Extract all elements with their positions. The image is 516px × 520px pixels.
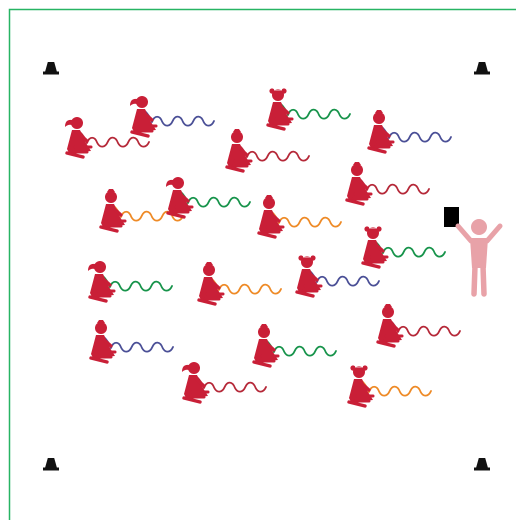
player-head	[231, 131, 243, 143]
jump-rope-blue	[152, 117, 214, 126]
jump-rope-green	[110, 282, 172, 291]
player-head	[351, 164, 363, 176]
pigtail-right	[310, 255, 315, 260]
cone-markers	[43, 62, 490, 471]
pigtail-right	[281, 88, 286, 93]
player-leg	[91, 358, 107, 362]
player-head	[71, 117, 83, 129]
jump-rope-blue	[317, 277, 379, 286]
coach-arms-raised-icon	[458, 219, 500, 294]
jump-rope-green	[383, 248, 445, 257]
jump-rope-red	[247, 152, 309, 161]
jump-rope-orange	[219, 285, 281, 294]
cone-icon	[43, 458, 59, 471]
pigtail-left	[364, 226, 369, 231]
player-head	[263, 197, 275, 209]
seated-player-icon	[88, 261, 172, 301]
ponytail-hair	[166, 180, 173, 187]
seated-player-icon	[182, 362, 266, 402]
ponytail-hair	[88, 264, 95, 271]
player-leg	[268, 125, 284, 129]
seated-player-icon	[166, 177, 250, 217]
ponytail-hair	[65, 120, 72, 127]
seated-player-icon	[369, 110, 451, 152]
jump-rope-red	[87, 138, 149, 147]
player-head	[95, 322, 107, 334]
pigtail-left	[269, 88, 274, 93]
pigtail-right	[362, 365, 367, 370]
seated-player-icon	[268, 88, 350, 129]
cone-icon	[474, 62, 490, 75]
player-leg	[297, 292, 313, 296]
player-head	[382, 306, 394, 318]
jump-rope-blue	[111, 343, 173, 352]
jump-rope-green	[188, 198, 250, 207]
player-head	[188, 362, 200, 374]
jump-rope-red	[367, 185, 429, 194]
seated-player-icon	[349, 365, 431, 406]
seated-player-icon	[199, 262, 281, 304]
seated-player-icon	[254, 324, 336, 366]
player-leg	[259, 233, 275, 237]
player-head	[258, 326, 270, 338]
player-leg	[168, 213, 184, 217]
field-boundary	[10, 10, 516, 520]
jump-rope-red	[398, 327, 460, 336]
jump-rope-red	[204, 383, 266, 392]
player-leg	[227, 167, 243, 171]
player-leg	[347, 200, 363, 204]
players-group	[65, 88, 460, 406]
cone-icon	[474, 458, 490, 471]
player-leg	[90, 297, 106, 301]
seated-player-icon	[378, 304, 460, 346]
bun-hair	[375, 110, 383, 113]
player-leg	[254, 362, 270, 366]
bun-hair	[260, 324, 268, 327]
player-leg	[378, 342, 394, 346]
player-head	[105, 191, 117, 203]
bun-hair	[233, 129, 241, 132]
seated-player-icon	[227, 129, 309, 171]
bun-hair	[97, 320, 105, 323]
jump-rope-blue	[389, 133, 451, 142]
pigtail-left	[298, 255, 303, 260]
player-leg	[369, 148, 385, 152]
bun-hair	[265, 195, 273, 198]
player-leg	[132, 132, 148, 136]
pigtail-right	[376, 226, 381, 231]
jump-rope-green	[274, 347, 336, 356]
player-head	[136, 96, 148, 108]
player-leg	[101, 227, 117, 231]
player-head	[373, 112, 385, 124]
bun-hair	[205, 262, 213, 265]
jump-rope-green	[288, 110, 350, 119]
player-head	[172, 177, 184, 189]
seated-player-icon	[259, 195, 341, 237]
field-border-line	[10, 10, 516, 520]
player-leg	[67, 153, 83, 157]
player-leg	[363, 263, 379, 267]
seated-player-icon	[347, 162, 429, 204]
seated-player-icon	[91, 320, 173, 362]
seated-player-icon	[130, 96, 214, 136]
bun-hair	[353, 162, 361, 165]
bun-hair	[384, 304, 392, 307]
cone-icon	[43, 62, 59, 75]
seated-player-icon	[363, 226, 445, 267]
ponytail-hair	[182, 365, 189, 372]
coach-figure	[444, 207, 500, 294]
bun-hair	[107, 189, 115, 192]
player-leg	[184, 398, 200, 402]
jump-rope-orange	[369, 387, 431, 396]
player-leg	[349, 402, 365, 406]
ponytail-hair	[130, 99, 137, 106]
pigtail-left	[350, 365, 355, 370]
player-head	[94, 261, 106, 273]
player-leg	[199, 300, 215, 304]
jump-rope-orange	[279, 218, 341, 227]
player-head	[203, 264, 215, 276]
